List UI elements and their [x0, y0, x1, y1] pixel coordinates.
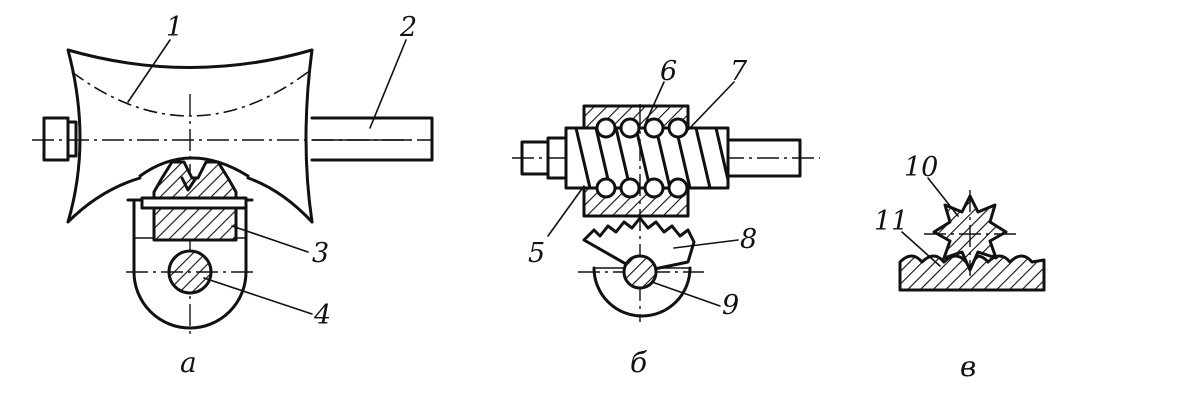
leader-5: [547, 185, 585, 237]
caption-c: в: [960, 350, 976, 383]
leader-4: [203, 277, 313, 315]
roller-inner-arc: [138, 156, 250, 178]
label-6: 6: [660, 56, 677, 87]
diagram-b-screw-gear: 5 6 7 8 9 б: [512, 56, 820, 379]
caption-a: а: [180, 346, 197, 379]
leader-9: [651, 281, 721, 307]
label-1: 1: [166, 12, 183, 43]
label-7: 7: [730, 56, 748, 87]
leader-10: [927, 177, 959, 217]
screw-thread: [574, 126, 730, 190]
bracket: [132, 198, 248, 330]
leader-8: [673, 239, 739, 249]
gear-shaft-9: [622, 254, 658, 290]
gear-half-disk: [592, 266, 692, 318]
drive-shaft: [310, 116, 434, 162]
screw-balls: [595, 117, 689, 199]
leader-1: [127, 39, 171, 103]
label-3: 3: [312, 238, 329, 269]
left-shaft-stub: [42, 116, 70, 162]
label-8: 8: [740, 224, 757, 255]
label-5: 5: [528, 238, 545, 269]
label-11: 11: [874, 206, 908, 237]
leader-3: [231, 225, 309, 253]
wheel-slot: [180, 176, 198, 192]
label-9: 9: [722, 290, 739, 321]
label-10: 10: [904, 152, 938, 183]
leader-11: [901, 231, 941, 267]
leader-7: [687, 81, 735, 131]
leader-6: [645, 81, 665, 123]
wheel-axle: [140, 196, 248, 210]
diagram-c-pinion-rack: 10 11 в: [874, 152, 1046, 383]
label-4: 4: [313, 300, 331, 331]
left-shaft: [66, 120, 78, 158]
caption-b: б: [630, 346, 648, 379]
diagram-a-roller-assembly: 1 2 3 4 а: [32, 12, 434, 379]
roller-body: [66, 48, 314, 224]
label-2: 2: [399, 12, 417, 43]
leader-2: [369, 39, 407, 129]
